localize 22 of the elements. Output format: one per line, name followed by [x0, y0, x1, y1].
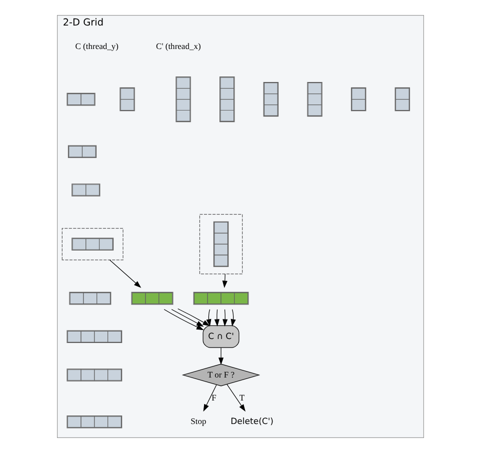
arrow [218, 348, 224, 365]
edge-label: F [211, 392, 216, 403]
edge-label: T [238, 392, 244, 403]
label: C (thread_y) [74, 41, 118, 52]
arrow [163, 309, 204, 330]
arrow [222, 274, 227, 288]
arrow [230, 309, 236, 327]
node-diamond: T or F ? [181, 364, 260, 386]
arrow [226, 384, 246, 412]
cluster [198, 214, 242, 274]
node-text: Delete(C') [230, 417, 274, 428]
arrow [202, 384, 216, 412]
arrow [177, 308, 210, 326]
arrow [108, 260, 141, 288]
node-box: C ∩ C' [202, 325, 239, 348]
cluster [61, 228, 123, 260]
label: C' (thread_x) [156, 41, 200, 52]
arrow [170, 309, 204, 327]
node-text: Stop [190, 416, 206, 426]
arrow [214, 309, 219, 327]
arrow [206, 309, 211, 327]
arrow [222, 309, 228, 327]
